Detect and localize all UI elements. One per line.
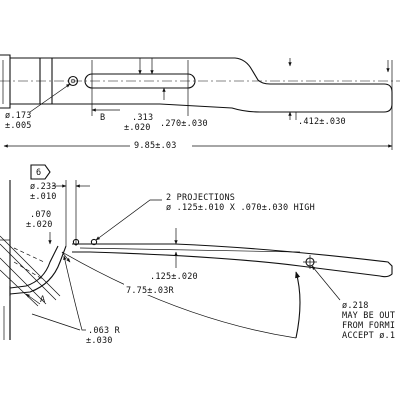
hole-218-label: ø.218 (342, 301, 369, 311)
slot-width-label: .270±.030 (160, 119, 208, 129)
radius-775-start-arrow (61, 251, 71, 263)
radius-hidden-2 (13, 261, 45, 281)
top-hole-center (70, 78, 76, 84)
slot-offset-label: .313 (132, 113, 153, 123)
radius-ray-2 (0, 243, 57, 301)
radius-063-label: .063 R (88, 326, 121, 336)
hole-diameter-label: ø.173 (5, 111, 32, 121)
note-line-1: MAY BE OUT (342, 311, 395, 321)
radius-775-arc (295, 271, 301, 339)
radius-ray-3 (0, 257, 47, 305)
side-strip-inner-line (79, 247, 301, 253)
side-view: 6 ø.233 ±.010 .070 ±.020 2 PROJECTIONS ø… (0, 164, 395, 346)
radius-ray-1 (0, 235, 61, 297)
projection-bump-2 (90, 238, 98, 246)
hole-218-leader (311, 265, 341, 301)
hole-leader (29, 83, 71, 113)
dia-233-tol-label: ±.010 (30, 192, 57, 202)
dim-070-tol-label: ±.020 (26, 220, 53, 230)
overall-length-label: 9.85±.03 (134, 141, 177, 151)
view-a-arrow (25, 293, 41, 305)
dim-070-label: .070 (30, 210, 51, 220)
formed-curve-inner (9, 245, 59, 289)
projections-line-2: ø .125±.010 X .070±.030 HIGH (166, 203, 315, 213)
projections-line-1: 2 PROJECTIONS (166, 193, 235, 203)
top-hole (67, 75, 79, 87)
section-label-b: B (100, 113, 105, 123)
radius-ray-4 (0, 269, 39, 307)
radius-063-tol-label: ±.030 (86, 336, 113, 346)
dia-233-label: ø.233 (30, 182, 57, 192)
radius-hidden-1 (13, 247, 45, 263)
note-flag-6 (30, 164, 51, 180)
overall-length-label-bg (130, 138, 192, 150)
top-part-outline (10, 57, 393, 113)
radius-063-leader (63, 255, 86, 331)
radius-construction (0, 235, 61, 307)
note-line-2: FROM FORMI (342, 321, 395, 331)
slot-offset-tol-label: ±.020 (124, 123, 151, 133)
hole-diameter-tol-label: ±.005 (5, 121, 32, 131)
formed-curve-outer (9, 245, 67, 295)
top-left-stub (0, 54, 11, 109)
view-a-label: A (40, 295, 45, 305)
width-label: .412±.030 (298, 117, 346, 127)
dim-125-label: .125±.020 (150, 272, 198, 282)
radius-775-label: 7.75±.03R (126, 286, 175, 296)
projection-bump-1 (72, 238, 80, 246)
note-line-3: ACCEPT ø.1 (342, 331, 395, 341)
radius-775-label-bg (124, 283, 176, 295)
top-view: ø.173 ±.005 B .313 ±.020 .270±.030 .412±… (0, 54, 400, 151)
note-flag-label: 6 (36, 168, 41, 178)
side-strip-outline (72, 243, 393, 278)
radius-063-leader-2 (31, 313, 81, 331)
radius-775-leader (61, 251, 297, 339)
projections-leader (95, 199, 162, 241)
